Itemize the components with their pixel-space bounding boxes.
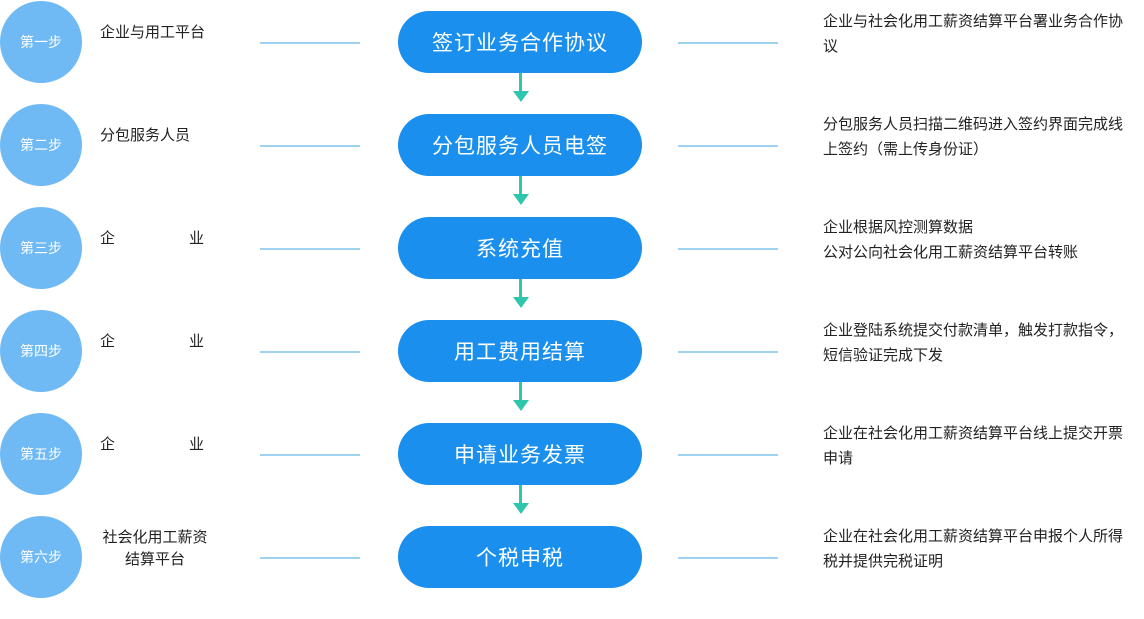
step-title: 用工费用结算 — [398, 320, 642, 382]
step-row-3: 第三步 企 业 系统充值 企业根据风控测算数据 公对公向社会化用工薪资结算平台转… — [0, 207, 1144, 310]
step-number-badge: 第三步 — [0, 207, 82, 289]
step-description: 企业与社会化用工薪资结算平台署业务合作协议 — [823, 12, 1124, 55]
down-arrow-icon — [513, 400, 529, 411]
connector-line — [678, 351, 778, 353]
connector-line — [260, 557, 360, 559]
connector-line — [678, 454, 778, 456]
step-row-5: 第五步 企 业 申请业务发票 企业在社会化用工薪资结算平台线上提交开票申请 — [0, 413, 1144, 516]
down-arrow-icon — [513, 91, 529, 102]
connector-line — [260, 145, 360, 147]
flow-arrow-shaft — [519, 382, 522, 402]
flow-arrow-shaft — [519, 176, 522, 196]
step-number-badge: 第六步 — [0, 516, 82, 598]
step-actor: 企 业 — [100, 433, 204, 455]
step-actor: 企 业 — [100, 227, 204, 249]
step-number-badge: 第一步 — [0, 1, 82, 83]
step-number-badge: 第五步 — [0, 413, 82, 495]
step-row-1: 第一步 企业与用工平台 签订业务合作协议 企业与社会化用工薪资结算平台署业务合作… — [0, 1, 1144, 104]
down-arrow-icon — [513, 503, 529, 514]
step-actor-char: 企 — [100, 229, 116, 247]
connector-line — [260, 454, 360, 456]
step-actor-char: 业 — [188, 435, 204, 453]
flow-arrow-shaft — [519, 279, 522, 299]
step-number-badge: 第二步 — [0, 104, 82, 186]
step-row-2: 第二步 分包服务人员 分包服务人员电签 分包服务人员扫描二维码进入签约界面完成线… — [0, 104, 1144, 207]
step-actor-char: 业 — [188, 229, 204, 247]
step-actor-char: 企 — [100, 435, 116, 453]
step-actor-char: 企 — [100, 332, 116, 350]
step-description: 企业根据风控测算数据 公对公向社会化用工薪资结算平台转账 — [823, 215, 1133, 265]
step-title: 分包服务人员电签 — [398, 114, 642, 176]
step-title: 签订业务合作协议 — [398, 11, 642, 73]
step-title: 申请业务发票 — [398, 423, 642, 485]
flow-arrow-shaft — [519, 485, 522, 505]
step-description: 企业登陆系统提交付款清单，触发打款指令，短信验证完成下发 — [823, 321, 1124, 364]
connector-line — [260, 42, 360, 44]
step-number-badge: 第四步 — [0, 310, 82, 392]
step-description-line: 企业根据风控测算数据 — [823, 218, 974, 236]
step-description: 企业在社会化用工薪资结算平台申报个人所得税并提供完税证明 — [823, 527, 1124, 570]
step-description: 分包服务人员扫描二维码进入签约界面完成线上签约（需上传身份证） — [823, 115, 1124, 158]
connector-line — [678, 248, 778, 250]
connector-line — [260, 351, 360, 353]
connector-line — [678, 145, 778, 147]
step-actor: 社会化用工薪资结算平台 — [102, 528, 208, 568]
step-row-4: 第四步 企 业 用工费用结算 企业登陆系统提交付款清单，触发打款指令，短信验证完… — [0, 310, 1144, 413]
down-arrow-icon — [513, 194, 529, 205]
connector-line — [678, 557, 778, 559]
down-arrow-icon — [513, 297, 529, 308]
step-title: 系统充值 — [398, 217, 642, 279]
step-actor: 企业与用工平台 — [100, 23, 206, 41]
connector-line — [678, 42, 778, 44]
step-actor: 企 业 — [100, 330, 204, 352]
step-title: 个税申税 — [398, 526, 642, 588]
connector-line — [260, 248, 360, 250]
step-actor-char: 业 — [188, 332, 204, 350]
step-row-6: 第六步 社会化用工薪资结算平台 个税申税 企业在社会化用工薪资结算平台申报个人所… — [0, 516, 1144, 619]
step-description: 企业在社会化用工薪资结算平台线上提交开票申请 — [823, 424, 1124, 467]
step-actor: 分包服务人员 — [100, 126, 191, 144]
flow-arrow-shaft — [519, 73, 522, 93]
step-description-line: 公对公向社会化用工薪资结算平台转账 — [823, 243, 1079, 261]
